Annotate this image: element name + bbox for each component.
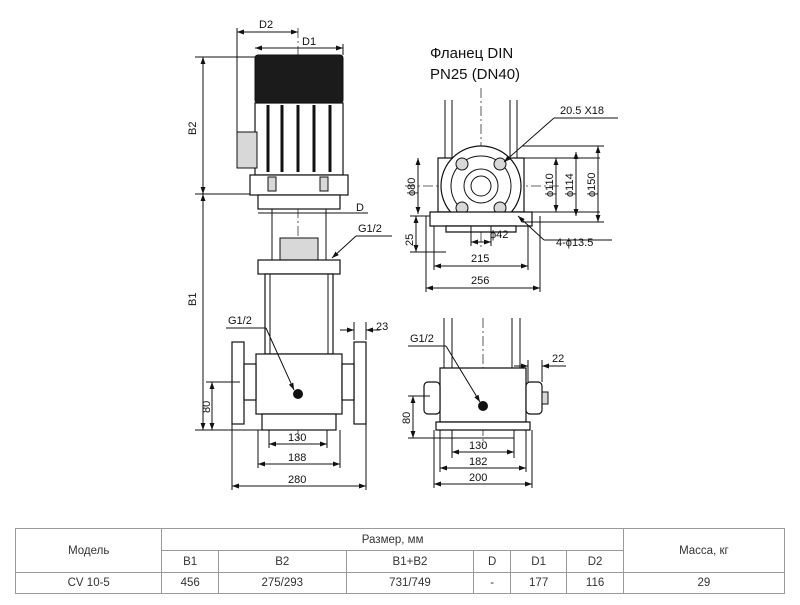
pump-dimension-drawing: D2 D1 B2 B1 D G1/2 G1/2 23 80 [187,19,618,490]
label-130-side: 130 [469,440,487,452]
col-b1: B1 [161,550,219,573]
col-b1b2: B1+B2 [345,550,475,573]
label-80-front: 80 [201,401,213,413]
pump-front-view [231,28,367,440]
front-view-dimensions: D2 D1 B2 B1 D G1/2 G1/2 23 80 [187,19,392,490]
label-phi110: ϕ110 [544,173,556,197]
label-23: 23 [376,321,388,333]
flange-dimensions: 20.5 X18 ϕ80 ϕ110 ϕ114 ϕ150 25 ϕ42 4-ϕ13… [404,105,618,292]
col-d2: D2 [566,550,624,573]
cell-model: CV 10-5 [14,572,163,594]
label-g12-side: G1/2 [410,333,434,345]
flange-title-line2: PN25 (DN40) [430,66,520,83]
label-182-side: 182 [469,456,487,468]
side-view-dimensions: G1/2 22 80 130 182 200 [401,333,566,488]
label-280-front: 280 [288,474,306,486]
label-holes: 20.5 X18 [560,105,604,117]
cell-d: - [473,572,511,594]
label-mount-holes: 4-ϕ13.5 [556,237,593,249]
pump-side-view [423,318,549,445]
label-phi42: ϕ42 [490,229,508,241]
label-200-side: 200 [469,472,487,484]
cell-d1: 177 [509,572,568,594]
label-d: D [356,202,364,214]
col-d: D [473,550,511,573]
label-188-front: 188 [288,452,306,464]
spec-table: Модель Размер, мм Масса, кг B1 B2 B1+B2 … [14,528,786,594]
label-256: 256 [471,275,489,287]
label-130-front: 130 [288,432,306,444]
col-d1: D1 [509,550,568,573]
cell-d2: 116 [566,572,624,594]
label-25: 25 [404,234,416,246]
size-header: Размер, мм [161,528,624,551]
label-b2: B2 [187,122,199,135]
label-phi150: ϕ150 [586,172,598,197]
label-80-side: 80 [401,412,413,424]
cell-mass: 29 [622,572,786,594]
label-b1: B1 [187,293,199,306]
label-215: 215 [471,253,489,265]
label-g12-bottom: G1/2 [228,315,252,327]
col-b2: B2 [217,550,347,573]
cell-b1: 456 [161,572,219,594]
label-d2: D2 [259,19,273,31]
flange-title-line1: Фланец DIN [430,45,513,62]
flange-view [405,88,560,248]
cell-b2: 275/293 [217,572,347,594]
label-phi80: ϕ80 [406,178,418,196]
label-d1: D1 [302,36,316,48]
label-22: 22 [552,353,564,365]
spec-data-row: CV 10-5 456 275/293 731/749 - 177 116 29 [14,572,786,594]
spec-header-row: Модель Размер, мм Масса, кг [14,528,786,573]
label-phi114: ϕ114 [564,173,576,197]
mass-header: Масса, кг [622,528,786,573]
label-g12-top: G1/2 [358,223,382,235]
cell-b1b2: 731/749 [345,572,475,594]
model-header: Модель [14,528,163,573]
